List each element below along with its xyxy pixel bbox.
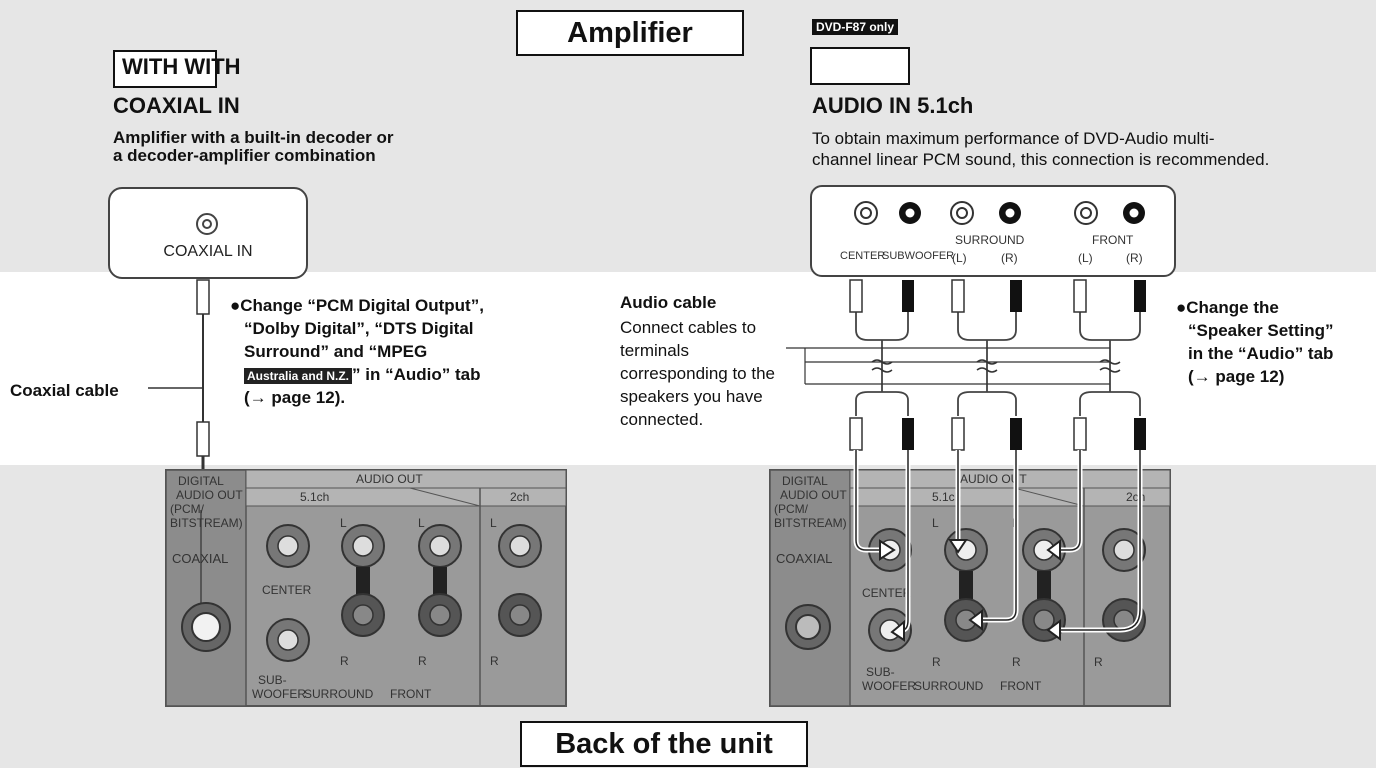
- amp-front-label: FRONT: [1092, 233, 1134, 247]
- amp-surround-l-jack-icon: [950, 201, 974, 225]
- right-woofer-label: WOOFER: [862, 679, 916, 693]
- audio-cable-line1: Connect cables to: [620, 318, 757, 337]
- right-front-r-label: R: [1012, 655, 1021, 669]
- coaxial-cable-label: Coaxial cable: [10, 381, 119, 400]
- audio-plugs-bottom: [849, 417, 1146, 451]
- right-note-line4: (→ page 12): [1188, 367, 1285, 386]
- right-description-line2: channel linear PCM sound, this connectio…: [812, 150, 1270, 169]
- left-note-line4: Australia and N.Z.” in “Audio” tab: [244, 364, 480, 387]
- audio-in-label-box: [810, 47, 910, 85]
- left-surround-l-label: L: [340, 516, 347, 530]
- left-note-line2: “Dolby Digital”, “DTS Digital: [244, 319, 474, 338]
- left-2ch-label: 2ch: [510, 490, 529, 504]
- audio-cables: [855, 312, 1141, 416]
- right-digital-label4: BITSTREAM): [774, 516, 847, 530]
- left-digital-label4: BITSTREAM): [170, 516, 243, 530]
- amp-front-r-label: (R): [1126, 251, 1143, 265]
- left-heading-with: WITH WITH: [122, 54, 241, 79]
- left-description-line2: a decoder-amplifier combination: [113, 146, 376, 165]
- audio-cable-line5: connected.: [620, 410, 704, 429]
- unit-connection-lines: [853, 450, 1143, 633]
- left-unit-jacks: [181, 524, 542, 662]
- audio-cable-title: Audio cable: [620, 293, 717, 312]
- right-note-line1: ●Change the: [1176, 298, 1279, 317]
- amp-front-l-label: (L): [1078, 251, 1093, 265]
- left-woofer-label: WOOFER: [252, 687, 306, 701]
- audio-cable-line3: corresponding to the: [620, 364, 775, 383]
- left-front-r-label: R: [418, 654, 427, 668]
- left-heading-coaxial: COAXIAL IN: [113, 93, 240, 118]
- left-center-label: CENTER: [262, 583, 312, 597]
- cable-section-background: [0, 272, 1376, 465]
- model-only-tag: DVD-F87 only: [812, 19, 899, 35]
- left-note-line5: (→ page 12).: [244, 388, 346, 407]
- left-surround-label: SURROUND: [304, 687, 374, 701]
- coaxial-in-jack-panel: COAXIAL IN: [108, 187, 308, 279]
- right-note-line3: in the “Audio” tab: [1188, 344, 1334, 363]
- audio-cable-line4: speakers you have: [620, 387, 763, 406]
- right-description-line1: To obtain maximum performance of DVD-Aud…: [812, 129, 1215, 148]
- left-sub-label: SUB-: [258, 673, 287, 687]
- back-of-unit-title: Back of the unit: [520, 721, 808, 767]
- amp-subwoofer-label: SUBWOOFER: [882, 250, 954, 262]
- left-2ch-l-label: L: [490, 516, 497, 530]
- region-tag: Australia and N.Z.: [244, 368, 353, 384]
- amp-surround-l-label: (L): [952, 251, 967, 265]
- amp-front-l-jack-icon: [1074, 201, 1098, 225]
- left-front-l-label: L: [418, 516, 425, 530]
- left-coaxial-label: COAXIAL: [172, 551, 228, 566]
- left-surround-r-label: R: [340, 654, 349, 668]
- coaxial-in-jack-label: COAXIAL IN: [163, 243, 253, 260]
- right-digital-label3: (PCM/: [774, 502, 809, 516]
- amp-center-label: CENTER: [840, 250, 885, 262]
- right-surround-label: SURROUND: [914, 679, 984, 693]
- amp-front-r-jack-icon: [1123, 202, 1145, 224]
- amp-jacks: [854, 201, 1145, 225]
- amp-surround-r-label: (R): [1001, 251, 1018, 265]
- right-audio-out-label: AUDIO OUT: [960, 472, 1027, 486]
- right-51ch-label: 5.1ch: [932, 490, 961, 504]
- right-unit-jacks: [785, 528, 1146, 652]
- right-digital-label1: DIGITAL: [782, 474, 828, 488]
- right-sub-label: SUB-: [866, 665, 895, 679]
- right-center-label: CENTER: [862, 586, 912, 600]
- left-digital-label1: DIGITAL: [178, 474, 224, 488]
- amp-center-jack-icon: [854, 201, 878, 225]
- coaxial-in-jack-icon: [196, 213, 218, 235]
- right-heading-audio-in: AUDIO IN 5.1ch: [812, 93, 974, 118]
- amp-surround-r-jack-icon: [999, 202, 1021, 224]
- left-front-label: FRONT: [390, 687, 432, 701]
- left-description-line1: Amplifier with a built-in decoder or: [113, 128, 394, 147]
- with-label-box: [113, 50, 217, 88]
- right-digital-label2: AUDIO OUT: [780, 488, 847, 502]
- left-2ch-r-label: R: [490, 654, 499, 668]
- unit-connection-arrowheads: [879, 539, 1061, 642]
- audio-cable-line2: terminals: [620, 341, 689, 360]
- right-front-label: FRONT: [1000, 679, 1042, 693]
- audio-plugs-top: [849, 279, 1146, 313]
- amp-subwoofer-jack-icon: [899, 202, 921, 224]
- right-surround-r-label: R: [932, 655, 941, 669]
- right-coaxial-label: COAXIAL: [776, 551, 832, 566]
- left-unit-panel: [165, 469, 567, 707]
- right-unit-panel: [769, 469, 1171, 707]
- left-audio-out-label: AUDIO OUT: [356, 472, 423, 486]
- right-note-line2: “Speaker Setting”: [1188, 321, 1334, 340]
- left-note-line1: ●Change “PCM Digital Output”,: [230, 296, 484, 315]
- left-51ch-label: 5.1ch: [300, 490, 329, 504]
- right-surround-l-label: L: [932, 516, 939, 530]
- audio-cable-leader: [786, 347, 1110, 385]
- right-2ch-r-label: R: [1094, 655, 1103, 669]
- amplifier-title: Amplifier: [516, 10, 744, 56]
- audio-in-51-jack-panel: [810, 185, 1176, 277]
- amp-surround-label: SURROUND: [955, 233, 1025, 247]
- left-note-line4-rest: ” in “Audio” tab: [352, 365, 481, 384]
- left-digital-label3: (PCM/: [170, 502, 205, 516]
- left-note-line3: Surround” and “MPEG: [244, 342, 428, 361]
- left-digital-label2: AUDIO OUT: [176, 488, 243, 502]
